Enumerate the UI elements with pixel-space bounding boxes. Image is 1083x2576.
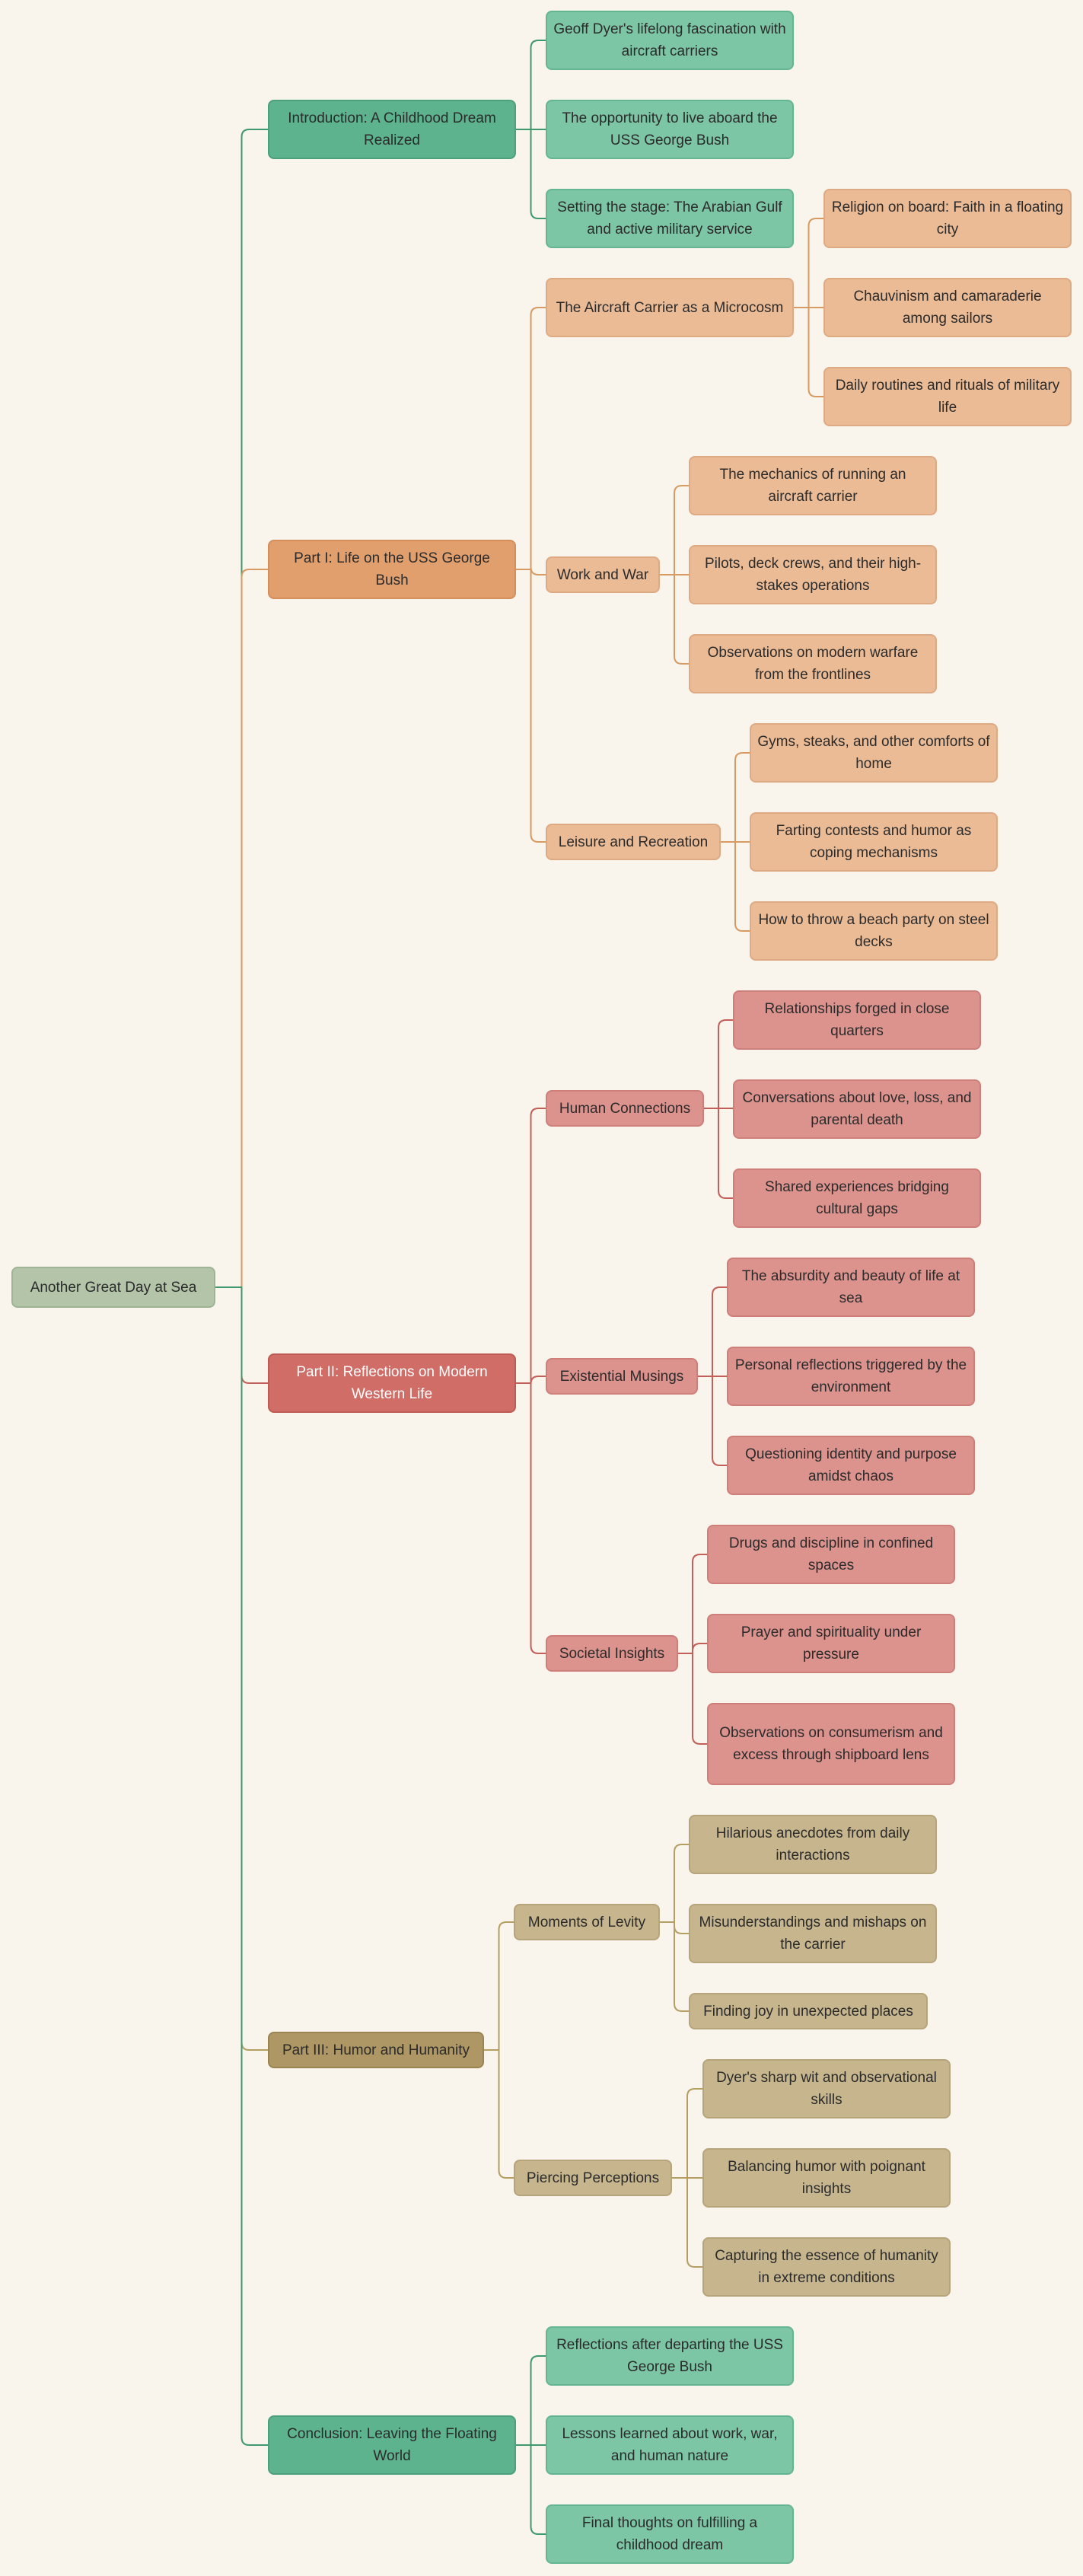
links-part-two xyxy=(516,1108,546,1654)
connector-line xyxy=(660,485,689,575)
connector-line xyxy=(672,2177,702,2268)
connector-line xyxy=(672,2088,702,2179)
connector-line xyxy=(678,1653,707,1745)
connector-line xyxy=(215,129,268,1288)
topic-opportunity-aboard[interactable]: The opportunity to live aboard the USS G… xyxy=(546,100,794,159)
connector-line xyxy=(215,1286,268,2446)
links-existential xyxy=(698,1286,727,1466)
topic-microcosm[interactable]: The Aircraft Carrier as a Microcosm xyxy=(546,278,794,337)
subtopic-religion[interactable]: Religion on board: Faith in a floating c… xyxy=(823,189,1072,248)
section-part-two[interactable]: Part II: Reflections on Modern Western L… xyxy=(268,1353,516,1413)
subtopic-misunderstandings[interactable]: Misunderstandings and mishaps on the car… xyxy=(689,1904,937,1963)
topic-leisure[interactable]: Leisure and Recreation xyxy=(546,824,721,860)
connector-line xyxy=(660,1844,689,1923)
connector-line xyxy=(704,1019,733,1109)
topic-final-thoughts[interactable]: Final thoughts on fulfilling a childhood… xyxy=(546,2504,794,2564)
subtopic-personal-reflections[interactable]: Personal reflections triggered by the en… xyxy=(727,1347,975,1406)
subtopic-shared-experiences[interactable]: Shared experiences bridging cultural gap… xyxy=(733,1168,981,1228)
connector-line xyxy=(721,752,750,843)
root-node[interactable]: Another Great Day at Sea xyxy=(11,1267,215,1308)
links-piercing xyxy=(672,2088,702,2268)
connector-line xyxy=(516,2444,546,2535)
subtopic-drugs[interactable]: Drugs and discipline in confined spaces xyxy=(707,1525,955,1584)
connector-line xyxy=(484,2049,514,2179)
link-root-section-introduction xyxy=(215,129,268,1288)
connector-line xyxy=(516,40,546,130)
connector-line xyxy=(516,1382,546,1654)
topic-societal[interactable]: Societal Insights xyxy=(546,1635,678,1672)
subtopic-farting[interactable]: Farting contests and humor as coping mec… xyxy=(750,812,998,872)
subtopic-conversations[interactable]: Conversations about love, loss, and pare… xyxy=(733,1079,981,1139)
links-introduction xyxy=(516,40,546,219)
connector-line xyxy=(516,129,546,219)
subtopic-absurdity[interactable]: The absurdity and beauty of life at sea xyxy=(727,1258,975,1317)
topic-lessons[interactable]: Lessons learned about work, war, and hum… xyxy=(546,2415,794,2475)
subtopic-routines[interactable]: Daily routines and rituals of military l… xyxy=(823,367,1072,426)
subtopic-gyms[interactable]: Gyms, steaks, and other comforts of home xyxy=(750,723,998,783)
connector-line xyxy=(516,569,546,843)
connector-line xyxy=(678,1643,707,1654)
subtopic-prayer[interactable]: Prayer and spirituality under pressure xyxy=(707,1614,955,1673)
connector-line xyxy=(660,574,689,665)
connector-line xyxy=(678,1554,707,1654)
links-part-three xyxy=(484,1921,514,2179)
subtopic-identity[interactable]: Questioning identity and purpose amidst … xyxy=(727,1436,975,1495)
subtopic-beach-party[interactable]: How to throw a beach party on steel deck… xyxy=(750,901,998,961)
link-root-section-part-one xyxy=(215,569,268,1288)
connector-line xyxy=(721,841,750,932)
subtopic-balancing[interactable]: Balancing humor with poignant insights xyxy=(702,2148,951,2208)
subtopic-essence[interactable]: Capturing the essence of humanity in ext… xyxy=(702,2237,951,2297)
subtopic-joy[interactable]: Finding joy in unexpected places xyxy=(689,1993,928,2029)
connector-line xyxy=(516,2355,546,2446)
connector-line xyxy=(660,1921,689,2012)
subtopic-warfare[interactable]: Observations on modern warfare from the … xyxy=(689,634,937,693)
connector-line xyxy=(516,307,546,570)
connector-line xyxy=(698,1286,727,1377)
subtopic-pilots[interactable]: Pilots, deck crews, and their high-stake… xyxy=(689,545,937,604)
subtopic-relationships[interactable]: Relationships forged in close quarters xyxy=(733,990,981,1050)
topic-levity[interactable]: Moments of Levity xyxy=(514,1904,660,1940)
connector-line xyxy=(516,566,546,575)
links-leisure xyxy=(721,752,750,932)
subtopic-mechanics[interactable]: The mechanics of running an aircraft car… xyxy=(689,456,937,515)
topic-departing[interactable]: Reflections after departing the USS Geor… xyxy=(546,2326,794,2386)
links-levity xyxy=(660,1844,689,2012)
links-societal xyxy=(678,1554,707,1745)
topic-human-connections[interactable]: Human Connections xyxy=(546,1090,704,1127)
links-work-war xyxy=(660,485,689,665)
connector-line xyxy=(704,1108,733,1199)
connector-line xyxy=(516,1108,546,1384)
section-part-three[interactable]: Part III: Humor and Humanity xyxy=(268,2032,484,2068)
section-introduction[interactable]: Introduction: A Childhood Dream Realized xyxy=(268,100,516,159)
links-human xyxy=(704,1019,733,1199)
subtopic-wit[interactable]: Dyer's sharp wit and observational skill… xyxy=(702,2059,951,2119)
subtopic-chauvinism[interactable]: Chauvinism and camaraderie among sailors xyxy=(823,278,1072,337)
section-part-one[interactable]: Part I: Life on the USS George Bush xyxy=(268,540,516,599)
subtopic-consumerism[interactable]: Observations on consumerism and excess t… xyxy=(707,1703,955,1785)
connector-line xyxy=(698,1376,727,1466)
topic-existential[interactable]: Existential Musings xyxy=(546,1358,698,1395)
connector-line xyxy=(484,1921,514,2051)
connector-line xyxy=(794,307,823,397)
topic-piercing[interactable]: Piercing Perceptions xyxy=(514,2160,672,2196)
section-conclusion[interactable]: Conclusion: Leaving the Floating World xyxy=(268,2415,516,2475)
topic-lifelong-fascination[interactable]: Geoff Dyer's lifelong fascination with a… xyxy=(546,11,794,70)
topic-work-and-war[interactable]: Work and War xyxy=(546,556,660,593)
links-part-one xyxy=(516,307,546,843)
links-conclusion xyxy=(516,2355,546,2535)
connector-line xyxy=(794,218,823,308)
topic-setting-stage[interactable]: Setting the stage: The Arabian Gulf and … xyxy=(546,189,794,248)
link-root-section-conclusion xyxy=(215,1286,268,2446)
links-microcosm xyxy=(794,218,823,397)
connector-line xyxy=(215,569,268,1288)
subtopic-anecdotes[interactable]: Hilarious anecdotes from daily interacti… xyxy=(689,1815,937,1874)
